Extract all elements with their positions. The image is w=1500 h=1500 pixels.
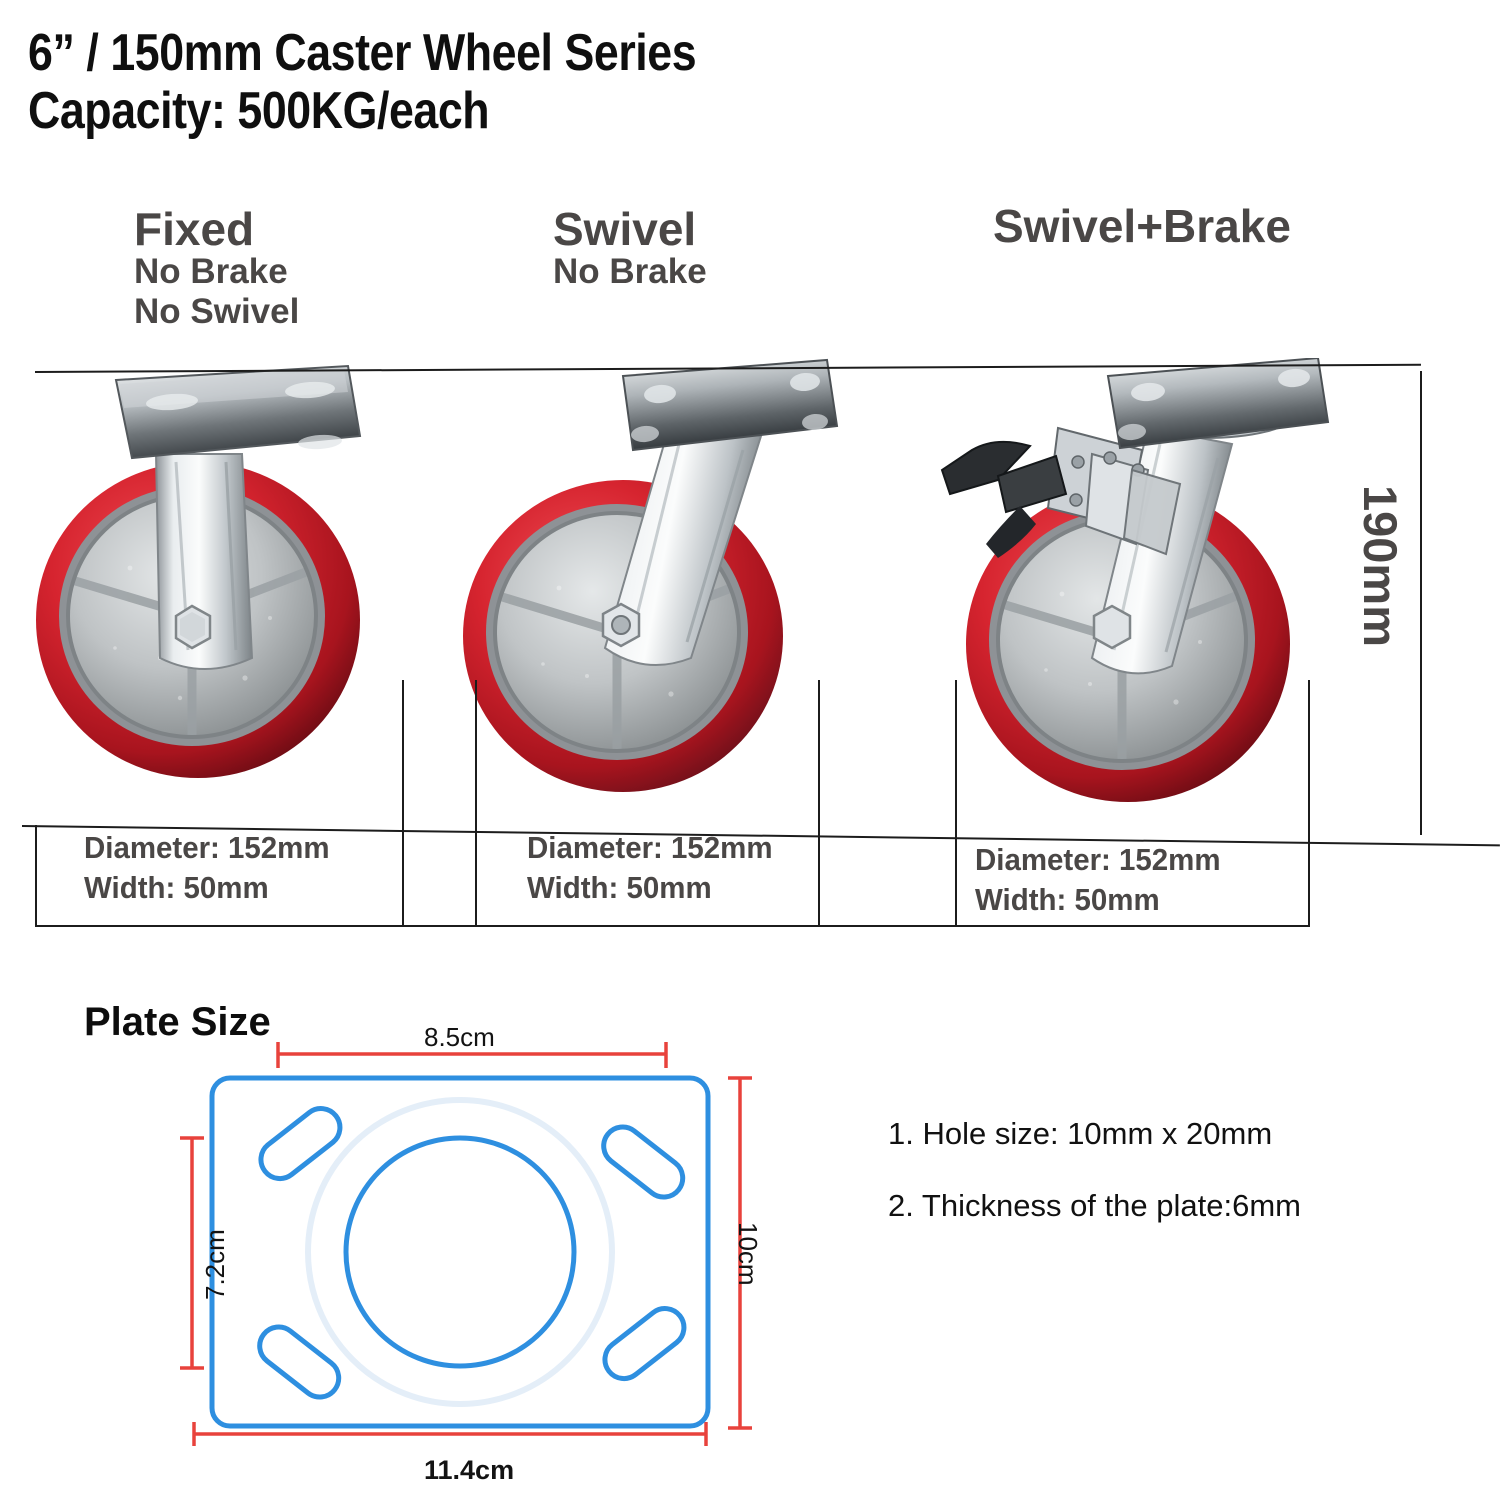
spec-diameter: Diameter: 152mm [527, 830, 773, 865]
brake-lever-assembly [940, 426, 1182, 558]
caster-image-fixed [36, 364, 362, 778]
plate-dim-right-label: 10cm [733, 1222, 763, 1286]
dim-left-7_2cm [180, 1136, 204, 1370]
caster-fork-swivel [601, 418, 763, 667]
page-title: 6” / 150mm Caster Wheel Series Capacity:… [28, 24, 805, 140]
dim-top-8_5cm [276, 1042, 668, 1068]
plate-size-title: Plate Size [84, 1000, 271, 1044]
overall-height-label: 190mm [1354, 485, 1407, 647]
column-type-label: Swivel [553, 203, 697, 255]
mounting-hole-bl [257, 1324, 342, 1400]
caption-bottom-line [35, 925, 1310, 927]
caster-fork-rigid [154, 453, 254, 670]
mounting-hole-br [602, 1306, 687, 1382]
mounting-hole-tl [258, 1106, 343, 1182]
title-line-1: 6” / 150mm Caster Wheel Series [28, 24, 697, 82]
spec-width: Width: 50mm [84, 869, 269, 905]
height-dim-line [1420, 371, 1422, 835]
axle-nut [601, 602, 641, 648]
plate-notes: 1. Hole size: 10mm x 20mm 2. Thickness o… [888, 1116, 1301, 1260]
plate-dim-top-label: 8.5cm [424, 1022, 495, 1052]
mounting-hole-tr [601, 1124, 686, 1200]
title-line-2: Capacity: 500KG/each [28, 82, 490, 141]
spec-diameter: Diameter: 152mm [975, 842, 1221, 877]
caster-image-swivel [463, 358, 839, 792]
divider-v-5 [1308, 680, 1310, 927]
column-header-swivel-brake: Swivel+Brake [993, 203, 1291, 249]
column-header-swivel: Swivel No Brake [553, 206, 707, 292]
axle-nut [174, 604, 212, 650]
plate-center-bore [343, 1135, 577, 1369]
axle-nut [1092, 604, 1132, 650]
spec-fixed: Diameter: 152mm Width: 50mm [84, 828, 330, 907]
divider-v-1 [402, 680, 404, 927]
divider-v-0 [35, 825, 37, 927]
plate-mounting-holes [257, 1106, 687, 1400]
column-type-label: Fixed [134, 203, 255, 255]
plate-outer-ring [305, 1097, 615, 1407]
spec-diameter: Diameter: 152mm [84, 830, 330, 865]
caster-image-swivel-brake [940, 358, 1330, 802]
dim-bottom-11_4cm [192, 1422, 708, 1446]
note-item: 1. Hole size: 10mm x 20mm [888, 1116, 1273, 1151]
column-feature-2: No Swivel [134, 291, 300, 331]
plate-dim-bottom-label: 11.4cm [424, 1455, 515, 1485]
spec-swivel-brake: Diameter: 152mm Width: 50mm [975, 840, 1221, 919]
dim-right-10cm [728, 1076, 752, 1430]
mounting-plate-fixed [114, 364, 362, 460]
column-header-fixed: Fixed No Brake No Swivel [134, 206, 299, 332]
divider-v-2 [475, 680, 477, 927]
column-type-label: Swivel+Brake [993, 200, 1291, 252]
mounting-plate-swivel-brake [1106, 358, 1330, 450]
column-feature-1: No Brake [553, 252, 707, 291]
note-item: 2. Thickness of the plate:6mm [888, 1188, 1301, 1223]
plate-diagram [180, 1042, 752, 1446]
divider-v-4 [955, 680, 957, 927]
plate-dim-left-label: 7.2cm [200, 1229, 230, 1300]
mounting-plate-swivel [621, 358, 839, 452]
divider-v-3 [818, 680, 820, 927]
spec-width: Width: 50mm [527, 869, 712, 905]
spec-width: Width: 50mm [975, 881, 1160, 917]
plate-outline [209, 1075, 711, 1429]
column-feature-1: No Brake [134, 252, 288, 291]
spec-swivel: Diameter: 152mm Width: 50mm [527, 828, 773, 907]
